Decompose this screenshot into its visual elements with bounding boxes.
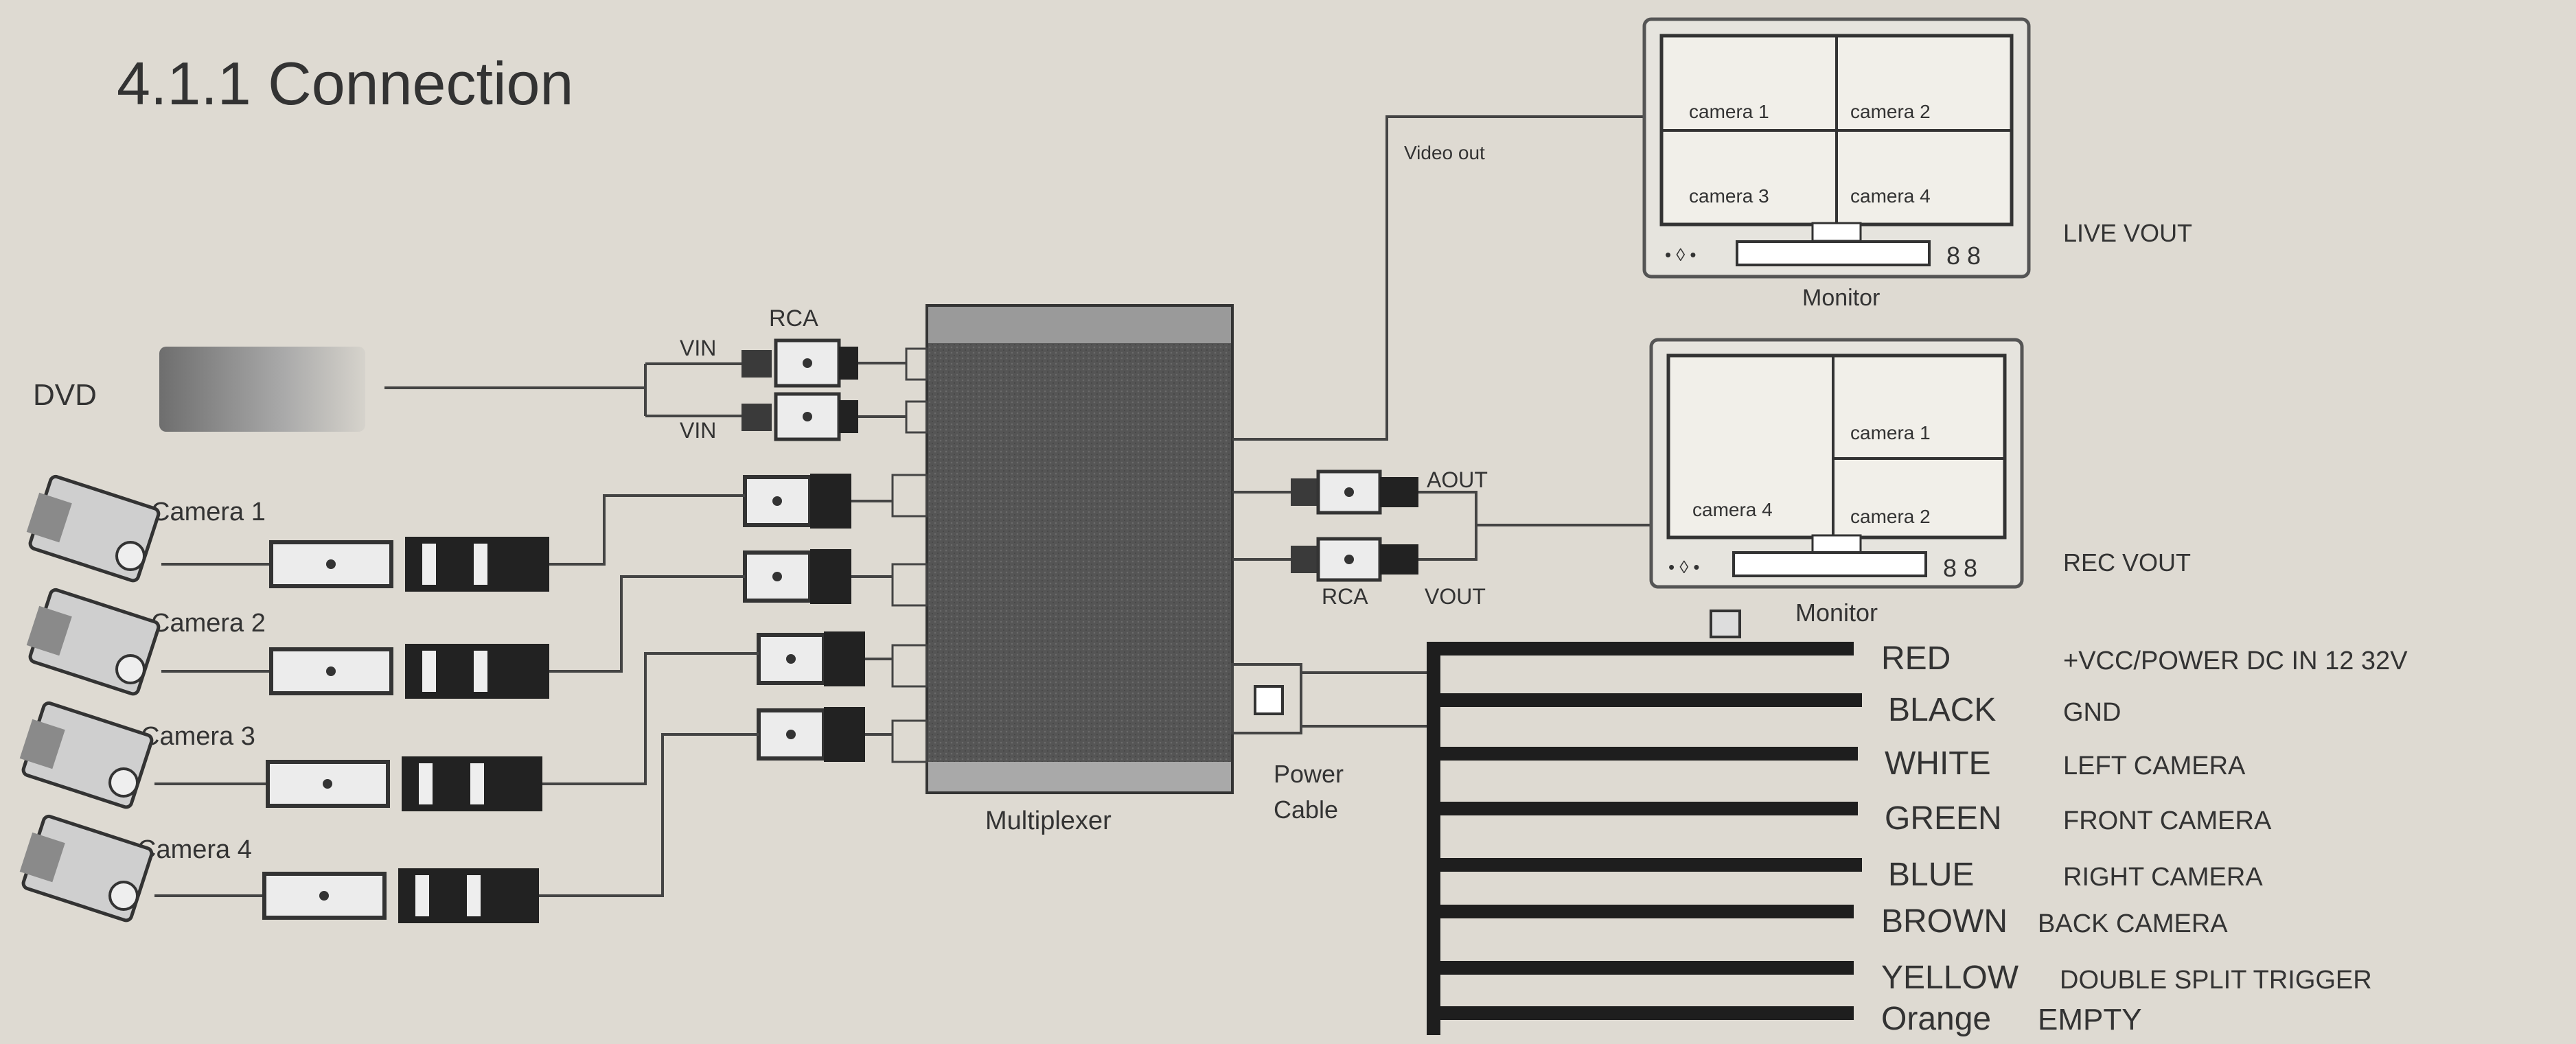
camera-2 xyxy=(26,575,745,699)
aout-label: AOUT xyxy=(1427,467,1488,492)
monitor-top-cell-2: camera 2 xyxy=(1850,101,1931,122)
rec-vout-label: REC VOUT xyxy=(2063,548,2191,577)
wire-color-brown: BROWN xyxy=(1881,903,2008,940)
vout-label: VOUT xyxy=(1425,584,1486,609)
monitor-bottom-cell-3: camera 2 xyxy=(1850,506,1931,527)
wire-color-green: GREEN xyxy=(1885,800,2002,837)
wire-color-red: RED xyxy=(1881,640,1951,677)
wire-function-white: LEFT CAMERA xyxy=(2063,752,2246,780)
svg-text:8 8: 8 8 xyxy=(1943,554,1977,582)
monitor-top-label: Monitor xyxy=(1802,285,1880,311)
wire-color-black: BLACK xyxy=(1888,692,1996,728)
page-title: 4.1.1 Connection xyxy=(117,49,573,117)
wire-color-orange: Orange xyxy=(1881,1001,1991,1037)
wire-function-brown: BACK CAMERA xyxy=(2038,909,2228,938)
svg-text:• ◊ •: • ◊ • xyxy=(1665,244,1697,265)
wire-color-white: WHITE xyxy=(1885,745,1991,782)
camera-4-label: Camera 4 xyxy=(137,835,252,864)
monitor-top-cell-1: camera 1 xyxy=(1689,101,1769,122)
monitor-bottom: • ◊ • 8 8 xyxy=(1649,338,2024,589)
mux-input-ports xyxy=(891,347,928,763)
monitor-bottom-label: Monitor xyxy=(1795,599,1878,627)
power-cable-label-1: Power xyxy=(1274,760,1344,788)
wire-function-orange: EMPTY xyxy=(2038,1003,2142,1036)
aout-vout-cable xyxy=(1418,491,1477,561)
vin-2-label: VIN xyxy=(680,418,716,443)
rca-top-label: RCA xyxy=(769,305,818,332)
video-out-cable xyxy=(1232,115,1644,441)
camera-1-label: Camera 1 xyxy=(151,498,266,526)
wire-function-yellow: DOUBLE SPLIT TRIGGER xyxy=(2060,966,2372,995)
vin-1-label: VIN xyxy=(680,336,716,360)
mux-camera-connectors xyxy=(743,474,893,762)
wire-color-yellow: YELLOW xyxy=(1881,960,2019,996)
camera-4 xyxy=(19,733,759,923)
rca-connector-vin-1 xyxy=(741,338,906,388)
monitor-top-cell-4: camera 4 xyxy=(1850,185,1931,207)
camera-3-label: Camera 3 xyxy=(141,722,255,751)
power-wire-bundle xyxy=(1427,642,1862,1035)
camera-3 xyxy=(19,652,759,811)
monitor-power-plug xyxy=(1710,610,1741,638)
dvd-player xyxy=(159,347,365,432)
wire-function-red: +VCC/POWER DC IN 12 32V xyxy=(2063,647,2408,675)
monitor-bottom-cell-2: camera 4 xyxy=(1692,499,1773,520)
camera-1 xyxy=(26,474,745,592)
live-vout-label: LIVE VOUT xyxy=(2063,219,2192,247)
wire-color-blue: BLUE xyxy=(1888,857,1974,893)
rca-connector-vout xyxy=(1232,537,1418,582)
camera-2-label: Camera 2 xyxy=(151,609,266,638)
power-wire-labels: RED +VCC/POWER DC IN 12 32V BLACK GND WH… xyxy=(1881,640,2408,1037)
video-out-label: Video out xyxy=(1404,142,1485,163)
wire-function-green: FRONT CAMERA xyxy=(2063,807,2272,835)
power-connector xyxy=(1231,663,1428,734)
wire-function-blue: RIGHT CAMERA xyxy=(2063,863,2263,892)
power-cable-label-2: Cable xyxy=(1274,796,1338,824)
multiplexer-label: Multiplexer xyxy=(985,807,1112,835)
svg-text:• ◊ •: • ◊ • xyxy=(1668,557,1700,577)
dvd-label: DVD xyxy=(33,378,97,412)
rca-connector-vin-2 xyxy=(741,392,906,441)
rca-connector-aout xyxy=(1232,469,1418,515)
monitor-top: • ◊ • 8 8 xyxy=(1642,17,2031,279)
monitor-bottom-cell-1: camera 1 xyxy=(1850,422,1931,443)
wire-function-black: GND xyxy=(2063,698,2121,727)
monitor-top-cell-3: camera 3 xyxy=(1689,185,1769,207)
multiplexer xyxy=(925,304,1234,794)
svg-text:8 8: 8 8 xyxy=(1946,242,1981,270)
rca-bottom-label: RCA xyxy=(1322,584,1368,609)
